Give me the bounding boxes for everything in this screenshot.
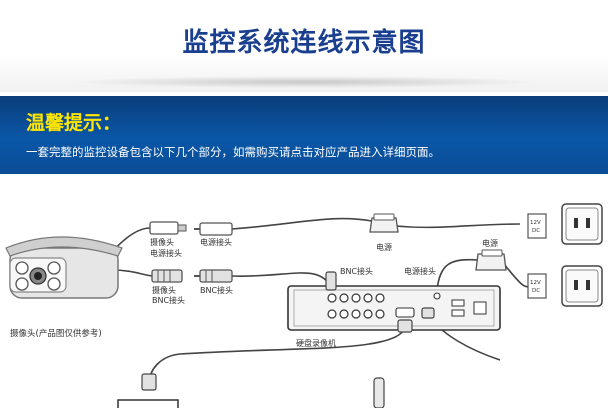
cam-bnc-label-1: 摄像头 [152, 285, 176, 295]
cam-bnc-label-2: BNC接头 [152, 295, 185, 305]
camera-hood [5, 236, 123, 257]
dvr-name-label: 硬盘录像机 [296, 338, 336, 348]
network-plug-icon [421, 307, 435, 319]
bnc-head-label: BNC接头 [200, 285, 233, 295]
page-title: 监控系统连线示意图 [182, 28, 426, 58]
wall-socket-1-icon [561, 203, 603, 245]
dvr-lan-port [473, 301, 487, 315]
power-adapter-1-icon [369, 213, 399, 233]
cam-power-label: 电源接头 [150, 248, 182, 258]
title-area: 监控系统连线示意图 [0, 0, 608, 92]
camera-led-1 [15, 261, 29, 275]
dvr-usb-port-1 [451, 309, 465, 317]
wire-power-1-to-wall [395, 223, 521, 229]
video-head-label: 摄像头 [150, 237, 174, 247]
vga-plug-icon [397, 319, 413, 333]
wiring-diagram: 摄像头(产品图仅供参考) 摄像头 电源接头 电源接头 摄像头 BNC接头 BNC… [5, 203, 603, 408]
dvr-bnc-ports [327, 293, 385, 319]
power-supply-2-label: 电源 [482, 238, 498, 248]
camera-led-3 [47, 261, 61, 275]
adapter-1-volt: 12V [530, 220, 541, 226]
dvr-icon [287, 285, 501, 331]
antenna-icon [373, 377, 385, 408]
power-supply-1-label: 电源 [376, 242, 392, 252]
wires [107, 217, 531, 408]
power-adapter-2-icon [475, 249, 507, 271]
dvr-bnc-label: BNC接头 [340, 266, 373, 276]
title-shadow [70, 76, 540, 88]
wire-power-2-to-wall [503, 263, 531, 288]
tip-banner: 温馨提示： 一套完整的监控设备包含以下几个部分，如需购买请点击对应产品进入详细页… [0, 96, 608, 174]
wall-socket-2-icon [561, 265, 603, 307]
dvr-bnc-plug-icon [325, 271, 337, 291]
camera-lens-inner [34, 272, 42, 280]
adapter-2-volt: 12V [530, 280, 541, 286]
adapter-2-dc: DC [532, 288, 540, 294]
camera-icon [5, 236, 123, 299]
wire-dvr-lower [149, 323, 407, 381]
dvr-power-label: 电源接头 [404, 266, 436, 276]
power-plug-icon [149, 221, 187, 235]
adapter-1-dc: DC [532, 228, 540, 234]
tip-text: 一套完整的监控设备包含以下几个部分，如需购买请点击对应产品进入详细页面。 [26, 145, 440, 159]
wire-dvr-power [436, 258, 479, 291]
bnc-female-icon [194, 269, 233, 283]
dvr-vga-port [395, 307, 415, 318]
camera-led-2 [15, 277, 29, 291]
power-head-label: 电源接头 [200, 237, 232, 247]
wire-power-head [231, 217, 373, 230]
adapter-box-1: 12V DC [527, 213, 547, 239]
dvr-body [287, 285, 501, 331]
dvr-power-port [433, 292, 441, 300]
power-socket-icon [194, 222, 233, 236]
camera-led-4 [47, 277, 61, 291]
dvr-usb-port-2 [451, 299, 465, 307]
bnc-male-icon [151, 269, 183, 283]
tip-heading: 温馨提示： [26, 112, 122, 134]
camera-caption: 摄像头(产品图仅供参考) [10, 328, 102, 339]
adapter-box-2: 12V DC [527, 273, 547, 299]
monitor-icon [117, 373, 179, 408]
